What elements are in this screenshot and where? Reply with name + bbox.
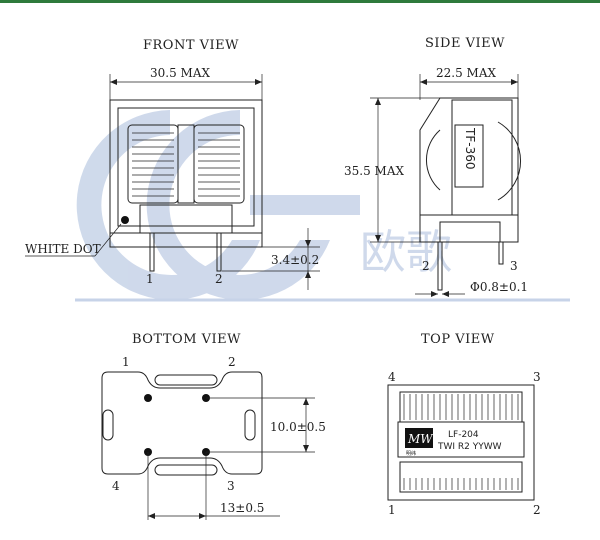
mw-logo-subtext: 明纬 (406, 450, 416, 457)
side-height-dim-label: 35.5 MAX (344, 164, 404, 178)
bottom-slot-left (102, 409, 114, 441)
front-view: FRONT VIEW 30.5 MAX (25, 38, 320, 290)
top-coil-bottom (403, 478, 519, 490)
front-pin-2-label: 2 (215, 272, 223, 286)
side-view-title: SIDE VIEW (425, 36, 505, 51)
mw-logo-text: MW (407, 432, 434, 446)
bottom-pin-2-label: 2 (228, 355, 236, 369)
top-pin-2-label: 2 (533, 503, 541, 517)
white-dot-marker (121, 216, 129, 224)
watermark-text: 欧歌 (360, 225, 452, 279)
front-view-title: FRONT VIEW (143, 38, 239, 53)
front-pin-2 (216, 232, 222, 272)
side-part-label: TF-360 (463, 127, 477, 169)
top-marking-line2: TWI R2 YYWW (437, 442, 502, 452)
watermark: 欧歌 (76, 110, 452, 300)
top-view-title: TOP VIEW (421, 332, 495, 347)
side-view: SIDE VIEW 22.5 MAX 35.5 MAX TF-360 2 3 (344, 36, 528, 297)
side-body-outline (419, 97, 519, 243)
mw-logo: MW (405, 428, 434, 448)
top-view: TOP VIEW MW 明纬 LF-204 TWI R2 YYWW (387, 332, 541, 517)
bottom-slot-bottom (154, 464, 218, 476)
front-coil-left (127, 124, 179, 204)
top-pin-3-label: 3 (533, 370, 541, 384)
top-pin-4-label: 4 (388, 370, 396, 384)
bottom-slot-right (244, 409, 256, 441)
side-pin-3-label: 3 (510, 259, 518, 273)
front-coil-right (193, 124, 245, 204)
watermark-logo-bar (250, 195, 360, 215)
white-dot-label: WHITE DOT (25, 242, 101, 256)
side-label-plate (454, 124, 484, 188)
bottom-pin-4-label: 4 (112, 479, 120, 493)
side-pin-2 (437, 241, 443, 291)
front-standoff-dim-label: 3.4±0.2 (271, 253, 319, 267)
top-marking-line1: LF-204 (448, 430, 479, 440)
bottom-slot-top (154, 374, 218, 386)
top-body-outline (387, 384, 535, 501)
bottom-body-outline (101, 371, 263, 475)
white-dot-leader (94, 223, 122, 257)
side-width-dim-label: 22.5 MAX (436, 66, 496, 80)
front-width-dim-label: 30.5 MAX (150, 66, 210, 80)
header-rule (0, 0, 600, 3)
bottom-pitch-v-dim-label: 10.0±0.5 (270, 420, 326, 434)
side-pin-2-label: 2 (422, 259, 430, 273)
front-pin-1 (149, 232, 155, 272)
bottom-view: BOTTOM VIEW 1 2 3 4 10.0±0.5 13±0.5 (101, 332, 326, 520)
bottom-pin-1 (144, 394, 152, 402)
side-pin-dia-dim-label: Φ0.8±0.1 (470, 280, 528, 294)
bottom-pin-1-label: 1 (122, 355, 130, 369)
top-label-area (397, 421, 525, 458)
top-coil-top (403, 394, 519, 420)
mw-logo-box (405, 428, 433, 448)
bottom-pitch-h-dim-label: 13±0.5 (220, 501, 264, 515)
side-pin-3 (498, 241, 504, 265)
bottom-view-title: BOTTOM VIEW (132, 332, 241, 347)
top-pin-1-label: 1 (388, 503, 396, 517)
bottom-pin-3-label: 3 (227, 479, 235, 493)
front-pin-1-label: 1 (146, 272, 154, 286)
